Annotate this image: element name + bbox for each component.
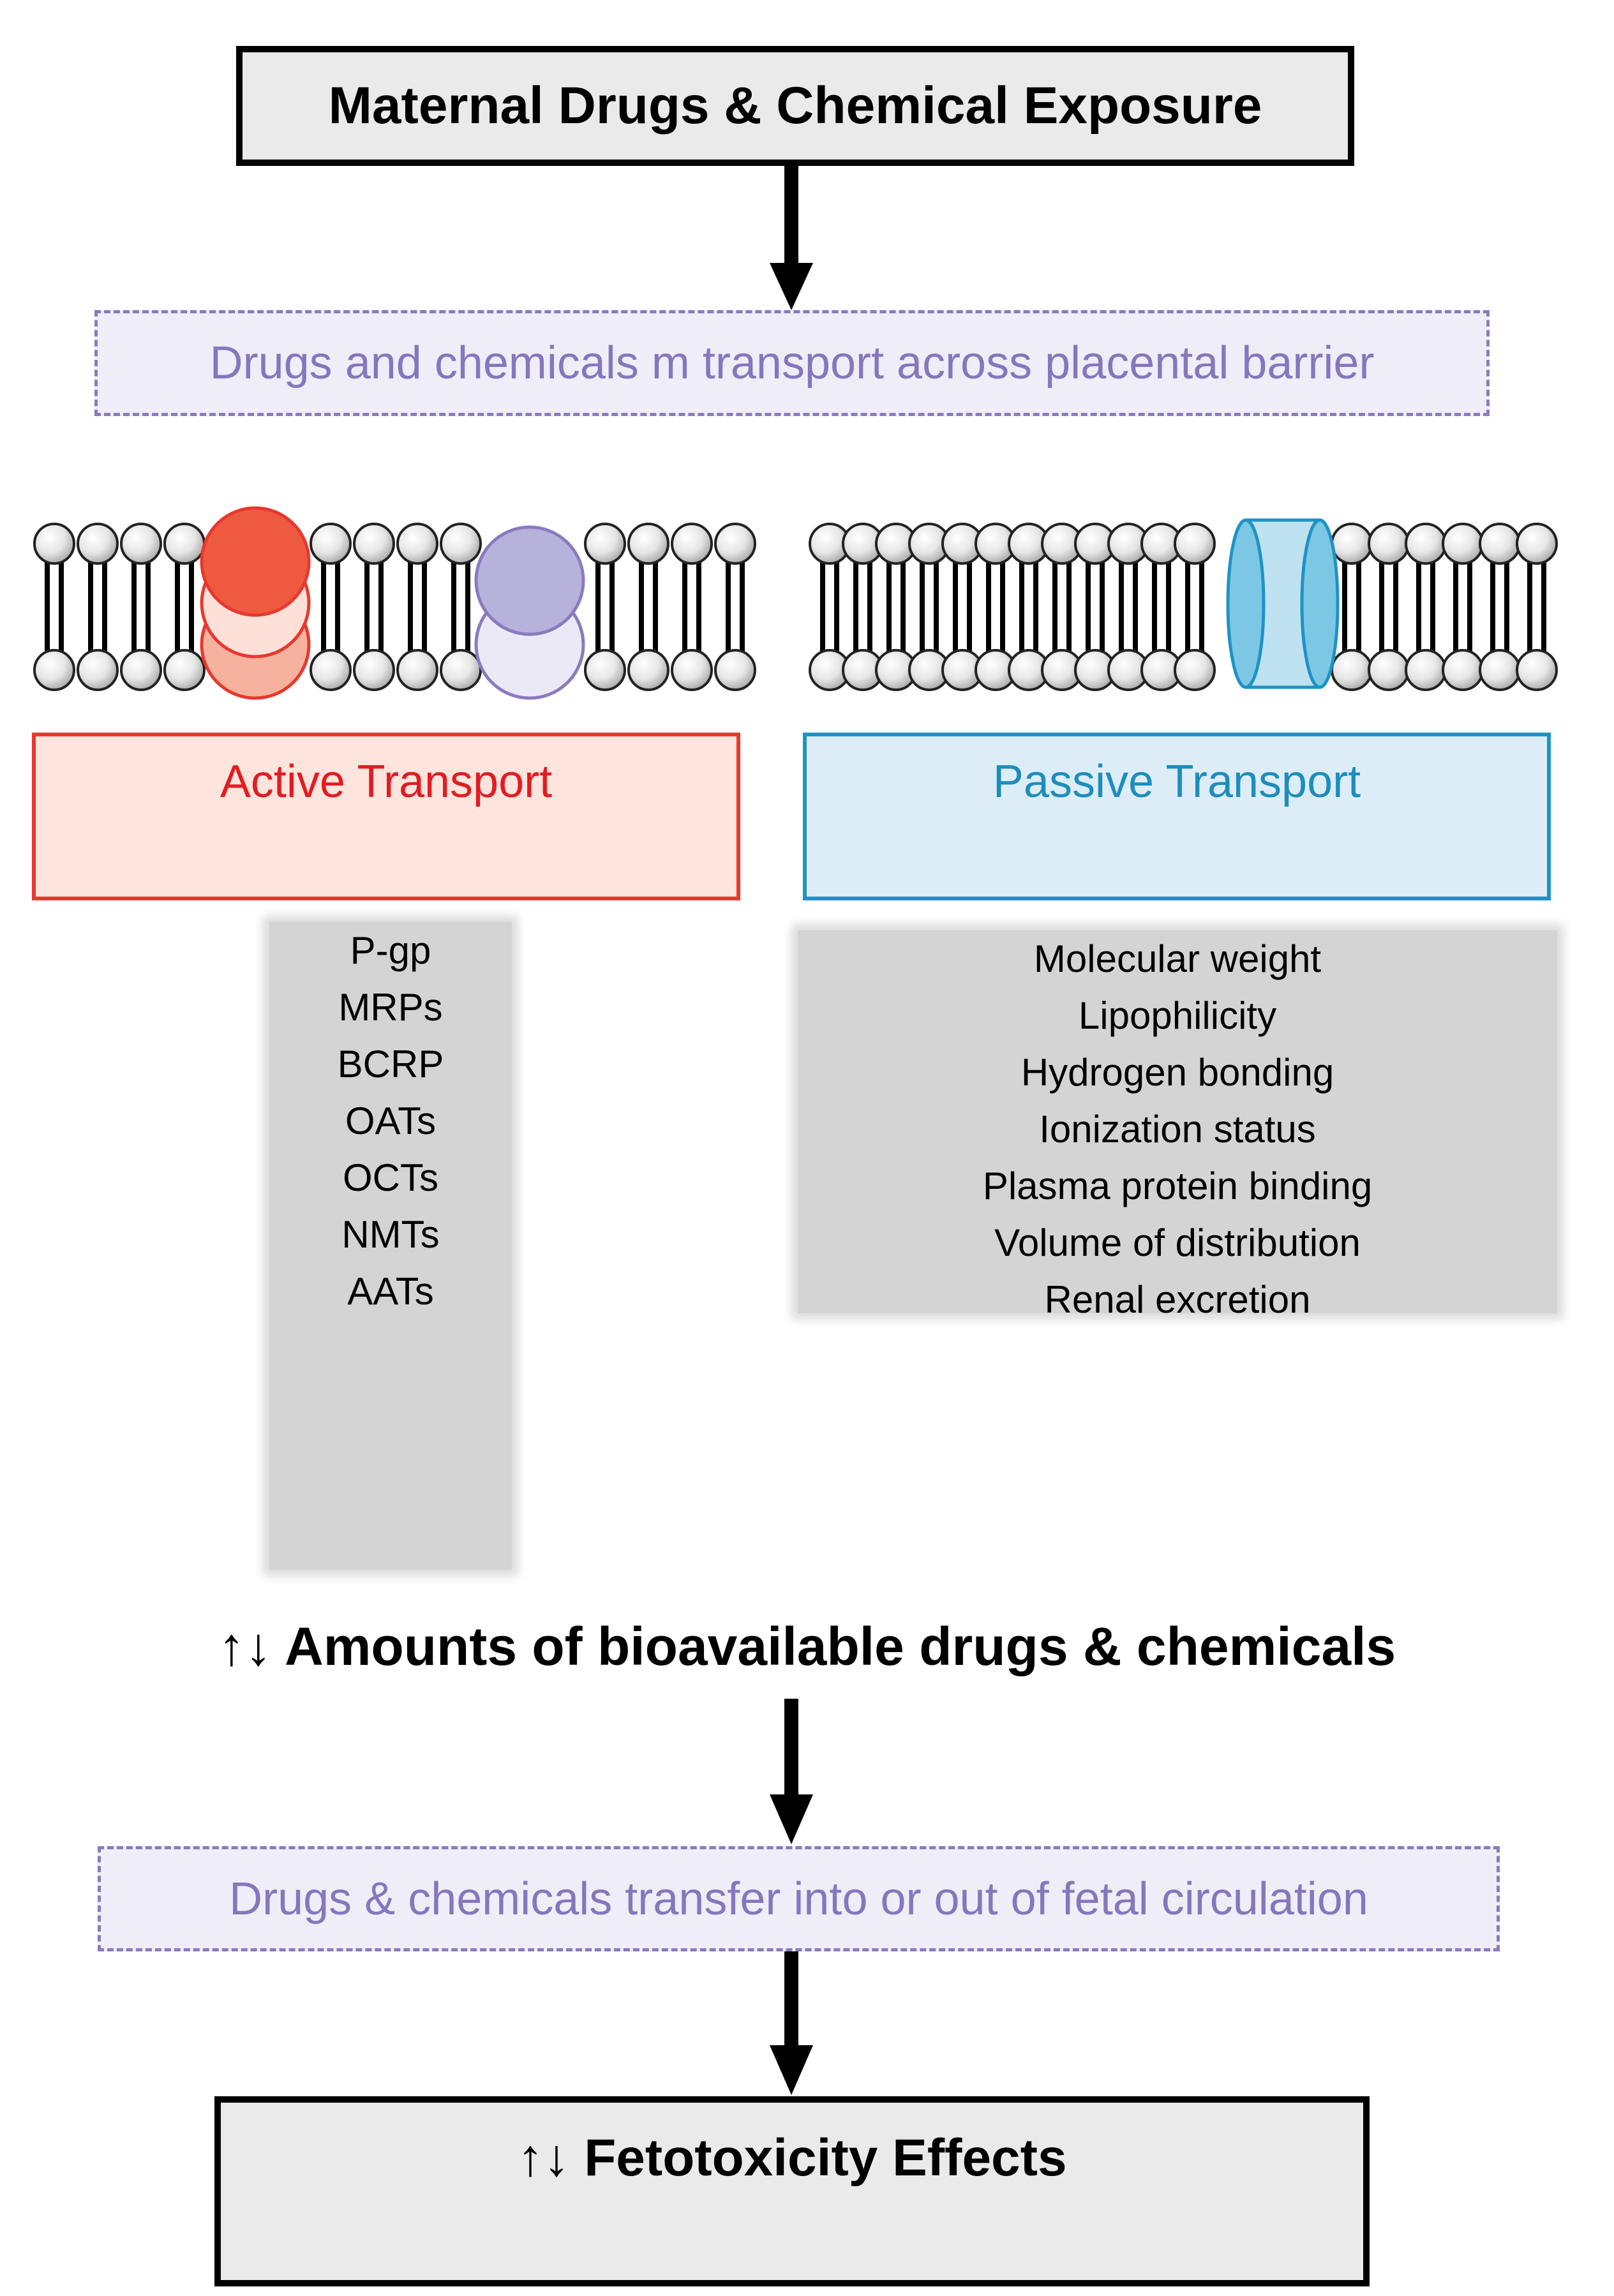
fetal-transfer-step: Drugs & chemicals transfer into or out o… xyxy=(98,1846,1500,1951)
list-item: AATs xyxy=(347,1270,434,1313)
passive-transport-box: Passive Transport xyxy=(803,733,1551,900)
lipid-head xyxy=(1174,523,1216,565)
lipid-head xyxy=(1479,523,1521,565)
lipid-head xyxy=(440,649,482,691)
fetal-transfer-label: Drugs & chemicals transfer into or out o… xyxy=(229,1873,1368,1925)
active-transporter-list: P-gp MRPs BCRP OATs OCTs NMTs AATs xyxy=(269,922,512,1570)
list-item: OCTs xyxy=(343,1156,438,1199)
lipid-head xyxy=(627,523,669,565)
lipid-head xyxy=(584,649,626,691)
lipid-head xyxy=(396,523,438,565)
placental-transport-label: Drugs and chemicals m transport across p… xyxy=(209,338,1375,389)
lipid-head xyxy=(627,649,669,691)
list-item: BCRP xyxy=(337,1043,444,1085)
lipid-head xyxy=(396,649,438,691)
fetotoxicity-label: ↑↓ Fetotoxicity Effects xyxy=(517,2129,1067,2187)
active-transport-box: Active Transport xyxy=(32,733,740,900)
active-transport-label: Active Transport xyxy=(220,756,553,807)
lipid-head xyxy=(77,523,119,565)
list-item: Hydrogen bonding xyxy=(1020,1051,1334,1094)
lipid-head xyxy=(1368,523,1410,565)
transporter-protein-icon xyxy=(200,506,311,700)
lipid-bilayer-icon xyxy=(809,523,1558,691)
lipid-head xyxy=(1368,649,1410,691)
lipid-head xyxy=(1405,523,1447,565)
lipid-head xyxy=(120,649,162,691)
lipid-head xyxy=(33,649,75,691)
list-item: NMTs xyxy=(341,1213,440,1256)
lipid-head xyxy=(1442,649,1484,691)
list-item: Renal excretion xyxy=(1044,1278,1311,1321)
channel-protein-icon xyxy=(1226,518,1340,689)
list-item: P-gp xyxy=(350,929,431,972)
maternal-exposure-box: Maternal Drugs & Chemical Exposure xyxy=(236,46,1354,166)
lipid-head xyxy=(1479,649,1521,691)
list-item: Molecular weight xyxy=(1033,937,1322,980)
lipid-head xyxy=(671,649,713,691)
list-item: Ionization status xyxy=(1039,1108,1316,1151)
lipid-head xyxy=(714,649,756,691)
bioavailable-amounts-heading: ↑↓ Amounts of bioavailable drugs & chemi… xyxy=(0,1608,1614,1685)
lipid-head xyxy=(1331,649,1373,691)
lipid-head xyxy=(1516,649,1558,691)
arrow-3-icon xyxy=(770,1951,813,2095)
lipid-head xyxy=(714,523,756,565)
list-item: Plasma protein binding xyxy=(982,1165,1373,1207)
list-item: Volume of distribution xyxy=(994,1221,1361,1264)
bioavailable-amounts-label: ↑↓ Amounts of bioavailable drugs & chemi… xyxy=(218,1616,1396,1676)
lipid-head xyxy=(1331,523,1373,565)
lipid-head xyxy=(440,523,482,565)
lipid-head xyxy=(310,649,352,691)
list-item: MRPs xyxy=(338,986,443,1029)
lipid-head xyxy=(163,649,205,691)
list-item: OATs xyxy=(345,1100,437,1142)
lipid-head xyxy=(120,523,162,565)
maternal-exposure-label: Maternal Drugs & Chemical Exposure xyxy=(328,77,1262,135)
lipid-head xyxy=(1174,649,1216,691)
lipid-head xyxy=(353,649,395,691)
transporter-protein-icon xyxy=(474,525,585,700)
lipid-head xyxy=(1442,523,1484,565)
lipid-head xyxy=(353,523,395,565)
arrow-2-icon xyxy=(770,1699,813,1844)
lipid-head xyxy=(33,523,75,565)
lipid-head xyxy=(163,523,205,565)
passive-factor-list: Molecular weight Lipophilicity Hydrogen … xyxy=(798,930,1557,1321)
passive-transport-label: Passive Transport xyxy=(992,756,1361,807)
lipid-head xyxy=(77,649,119,691)
list-item: Lipophilicity xyxy=(1078,994,1277,1037)
lipid-head xyxy=(1405,649,1447,691)
lipid-bilayer-icon xyxy=(33,523,756,691)
fetotoxicity-box: ↑↓ Fetotoxicity Effects xyxy=(214,2096,1370,2286)
lipid-head xyxy=(1516,523,1558,565)
lipid-head xyxy=(310,523,352,565)
lipid-head xyxy=(584,523,626,565)
placental-transport-step: Drugs and chemicals m transport across p… xyxy=(94,310,1490,416)
arrow-1-icon xyxy=(770,166,813,310)
lipid-head xyxy=(671,523,713,565)
